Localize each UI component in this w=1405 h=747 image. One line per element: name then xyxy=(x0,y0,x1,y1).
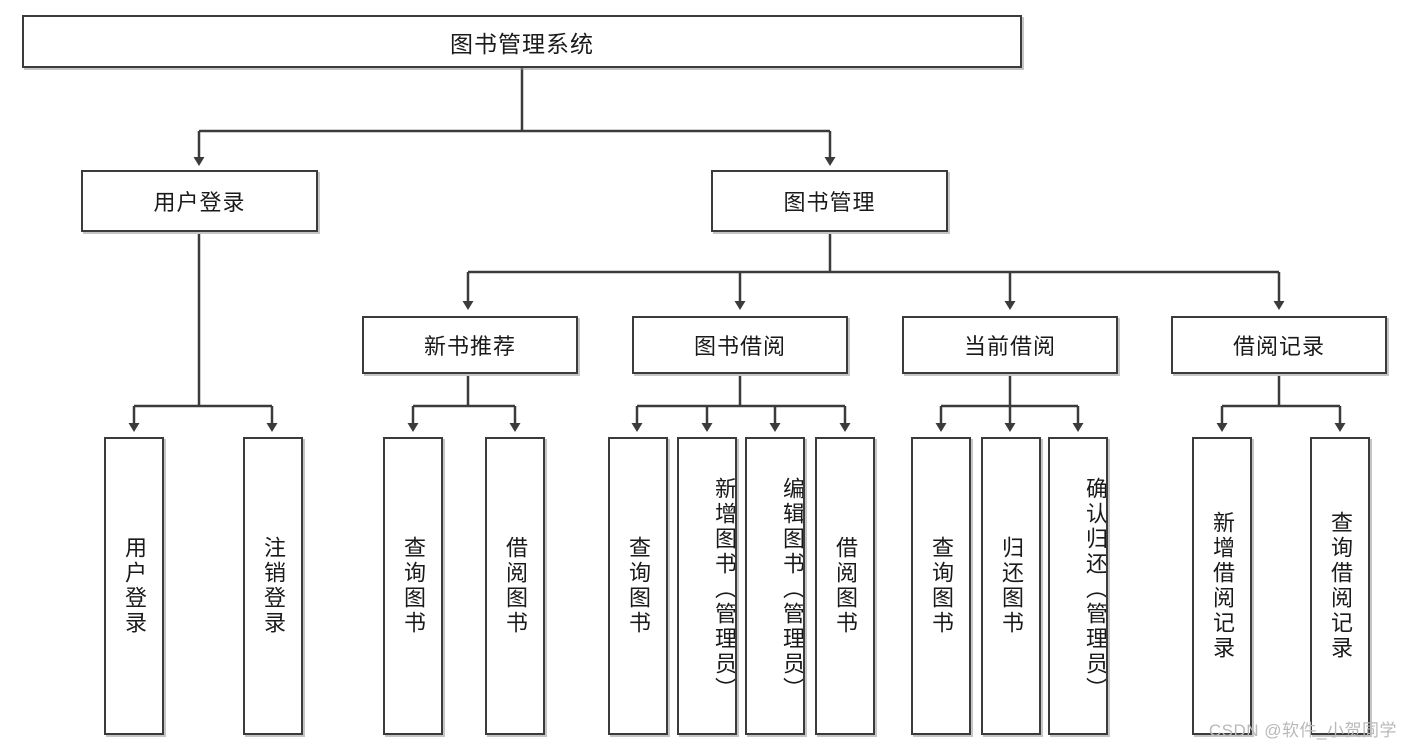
leaf-newbook-query-book[interactable]: 查询图书 xyxy=(383,437,443,735)
node-label: 查询图书 xyxy=(626,536,651,636)
node-label: 图书借阅 xyxy=(693,334,786,359)
leaf-borrow-add-book-admin[interactable]: 新增图书（管理员） xyxy=(677,437,737,735)
leaf-user-login[interactable]: 用户登录 xyxy=(104,437,164,735)
leaf-record-query-record[interactable]: 查询借阅记录 xyxy=(1310,437,1370,735)
node-label: 注销登录 xyxy=(261,536,286,636)
node-label: 新增图书（管理员） xyxy=(712,476,737,702)
node-label: 图书管理 xyxy=(783,190,876,215)
node-book-management[interactable]: 图书管理 xyxy=(711,170,948,232)
node-label: 用户登录 xyxy=(153,190,246,215)
node-label: 用户登录 xyxy=(122,536,147,636)
leaf-current-return-book[interactable]: 归还图书 xyxy=(981,437,1041,735)
node-user-login[interactable]: 用户登录 xyxy=(81,170,318,232)
leaf-record-add-record[interactable]: 新增借阅记录 xyxy=(1192,437,1252,735)
node-current-borrow[interactable]: 当前借阅 xyxy=(902,316,1118,374)
node-label: 确认归还（管理员） xyxy=(1083,476,1108,702)
csdn-watermark: CSDN @软件_小贺同学 xyxy=(1208,721,1397,740)
node-label: 归还图书 xyxy=(999,536,1024,636)
node-label: 新增借阅记录 xyxy=(1210,511,1235,661)
leaf-borrow-borrow-book[interactable]: 借阅图书 xyxy=(815,437,875,735)
node-borrow-record[interactable]: 借阅记录 xyxy=(1171,316,1387,374)
node-label: 当前借阅 xyxy=(963,334,1056,359)
node-label: 图书管理系统 xyxy=(450,30,594,57)
leaf-newbook-borrow-book[interactable]: 借阅图书 xyxy=(485,437,545,735)
node-label: 查询图书 xyxy=(401,536,426,636)
node-label: 借阅图书 xyxy=(833,536,858,636)
node-label: 新书推荐 xyxy=(423,334,516,359)
node-label: 查询借阅记录 xyxy=(1328,511,1353,661)
node-label: 编辑图书（管理员） xyxy=(780,476,805,702)
node-label: 借阅记录 xyxy=(1232,334,1325,359)
leaf-current-confirm-return-admin[interactable]: 确认归还（管理员） xyxy=(1048,437,1108,735)
node-root-system[interactable]: 图书管理系统 xyxy=(22,15,1022,68)
leaf-user-logout[interactable]: 注销登录 xyxy=(243,437,303,735)
leaf-current-query-book[interactable]: 查询图书 xyxy=(911,437,971,735)
node-book-borrow[interactable]: 图书借阅 xyxy=(632,316,848,374)
leaf-borrow-query-book[interactable]: 查询图书 xyxy=(608,437,668,735)
node-label: 借阅图书 xyxy=(503,536,528,636)
node-new-book-recommend[interactable]: 新书推荐 xyxy=(362,316,578,374)
node-label: 查询图书 xyxy=(929,536,954,636)
leaf-borrow-edit-book-admin[interactable]: 编辑图书（管理员） xyxy=(745,437,805,735)
